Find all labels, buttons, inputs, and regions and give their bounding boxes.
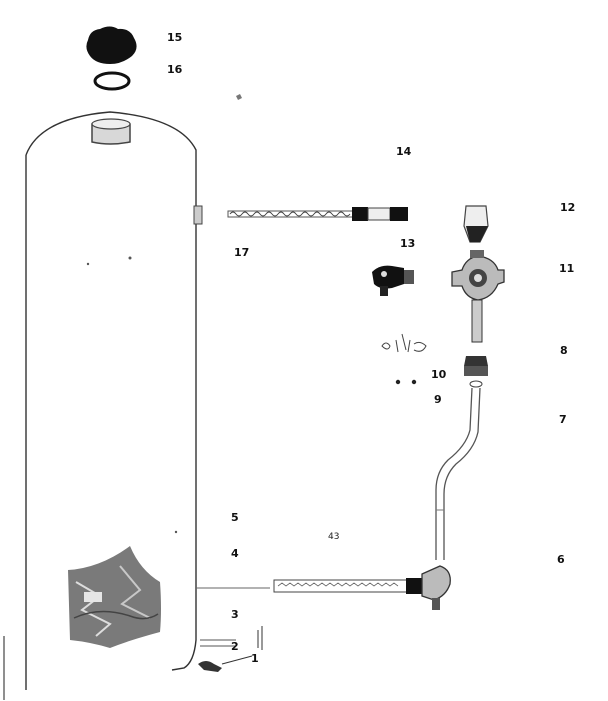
- part-8-fitting: [464, 356, 488, 388]
- callout-17: 17: [234, 246, 249, 259]
- callout-5: 5: [231, 511, 239, 524]
- part-17-long-rod: [227, 207, 408, 221]
- callout-3: 3: [231, 608, 239, 621]
- tank-body: [25, 111, 270, 690]
- callout-10: 10: [431, 368, 447, 381]
- drawing-number: 43: [328, 532, 339, 542]
- part-16-gasket-ring: [93, 71, 131, 91]
- callout-11: 11: [559, 262, 574, 275]
- callout-9: 9: [434, 393, 442, 406]
- callout-12: 12: [560, 201, 575, 214]
- part-10-small-parts: [381, 333, 427, 385]
- tank-cutaway-insulation: [68, 546, 161, 648]
- part-12-nut: [463, 205, 489, 243]
- part-7-bent-tube: [435, 387, 481, 560]
- callout-13: 13: [400, 237, 415, 250]
- part-1-2-bracket: [198, 626, 263, 672]
- part-13-fitting: [372, 265, 414, 296]
- callout-7: 7: [559, 413, 567, 426]
- part-6-burner-tube: [273, 565, 451, 610]
- callout-6: 6: [557, 553, 565, 566]
- stray-mark: [236, 94, 242, 100]
- callout-14: 14: [396, 145, 412, 158]
- callout-4: 4: [231, 547, 239, 560]
- callout-1: 1: [251, 652, 259, 665]
- part-15-cap: [86, 26, 137, 64]
- callout-15: 15: [167, 31, 182, 44]
- callout-2: 2: [231, 640, 239, 653]
- callout-16: 16: [167, 63, 183, 76]
- callout-8: 8: [560, 344, 568, 357]
- part-11-valve: [451, 250, 505, 343]
